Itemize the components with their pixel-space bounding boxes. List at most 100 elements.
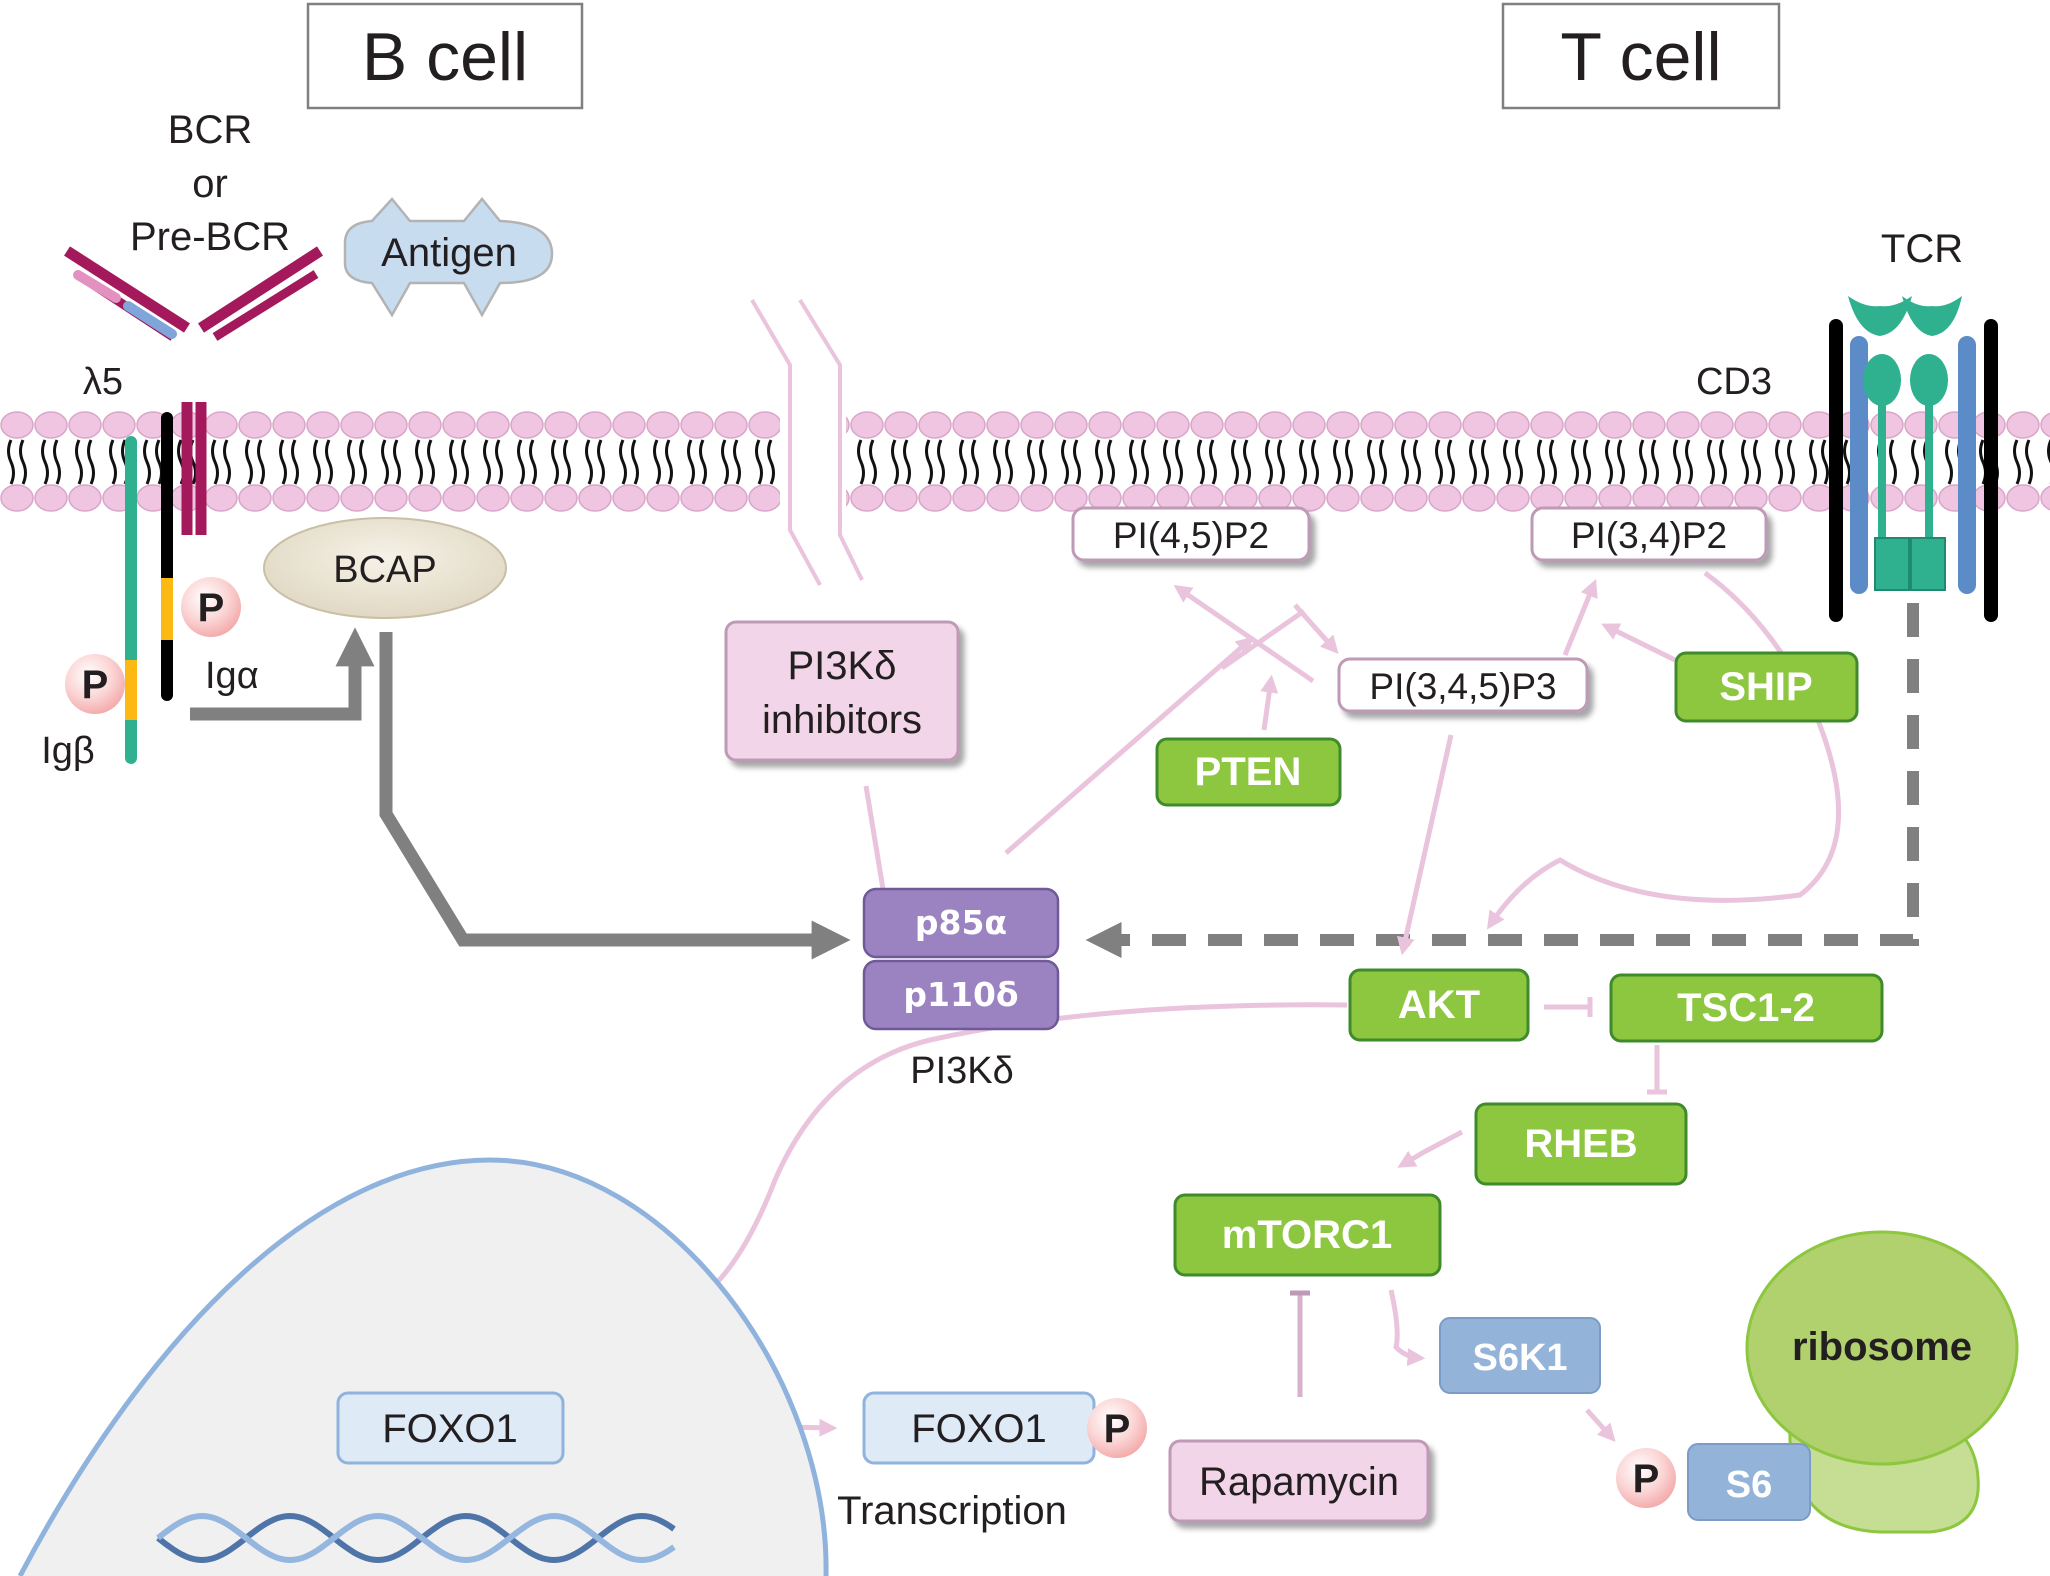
lipid-tail xyxy=(1141,439,1149,485)
lipid-head xyxy=(306,411,340,439)
pi45p2-node xyxy=(1071,506,1311,562)
pten-label: PTEN xyxy=(1195,750,1302,794)
lipid-tail xyxy=(1821,439,1829,485)
lipid-tail xyxy=(1061,439,1069,485)
lipid-tail xyxy=(313,439,321,485)
lipid-head xyxy=(204,484,238,512)
lipid-head xyxy=(1632,411,1666,439)
lipid-head xyxy=(578,411,612,439)
lipid-tail xyxy=(1005,439,1013,485)
lipid-tail xyxy=(155,439,163,485)
lipid-tail xyxy=(291,439,299,485)
pi3k-delta-label: PI3Kδ xyxy=(910,1050,1014,1092)
ribosome-label: ribosome xyxy=(1792,1325,1972,1369)
lipid-tail xyxy=(563,439,571,485)
lipid-tail xyxy=(449,439,457,485)
lipid-tail xyxy=(1843,439,1851,485)
lipid-tail xyxy=(1299,439,1307,485)
lipid-head xyxy=(0,411,34,439)
lipid-head xyxy=(1462,411,1496,439)
lipid-tail xyxy=(1685,439,1693,485)
lipid-tail xyxy=(41,439,49,485)
lipid-tail xyxy=(857,439,865,485)
lipid-head xyxy=(272,484,306,512)
antigen-label: Antigen xyxy=(381,231,517,275)
phospho-ig-beta: P xyxy=(65,654,125,714)
foxo1-cytoplasmic-label: FOXO1 xyxy=(911,1407,1047,1451)
lipid-head xyxy=(1428,484,1462,512)
pi3k-delta-complex: p85α p110δ xyxy=(862,887,1060,1031)
lipid-head xyxy=(884,411,918,439)
lipid-head xyxy=(442,484,476,512)
lipid-head xyxy=(748,411,782,439)
lipid-tail xyxy=(1707,439,1715,485)
lipid-tail xyxy=(699,439,707,485)
lipid-head xyxy=(476,484,510,512)
lipid-tail xyxy=(1775,439,1783,485)
lipid-tail xyxy=(959,439,967,485)
lipid-head xyxy=(1768,411,1802,439)
phospho-label: P xyxy=(82,663,109,707)
lipid-head xyxy=(850,411,884,439)
lipid-tail xyxy=(347,439,355,485)
lipid-tail xyxy=(109,439,117,485)
lipid-tail xyxy=(1277,439,1285,485)
lipid-tail xyxy=(925,439,933,485)
lipid-tail xyxy=(1027,439,1035,485)
lipid-tail xyxy=(19,439,27,485)
lipid-head xyxy=(680,411,714,439)
bcr-signal-arrows xyxy=(190,627,851,960)
t-cell-title: T cell xyxy=(1560,19,1721,95)
lambda5-label: λ5 xyxy=(83,361,123,403)
lipid-tail xyxy=(1537,439,1545,485)
lipid-tail xyxy=(1447,439,1455,485)
lipid-head xyxy=(918,484,952,512)
lipid-tail xyxy=(1809,439,1817,485)
lipid-head xyxy=(714,484,748,512)
lipid-head xyxy=(952,411,986,439)
lipid-tail xyxy=(529,439,537,485)
rapamycin-node xyxy=(1168,1439,1430,1523)
nucleus xyxy=(17,1157,829,1576)
lipid-tail xyxy=(903,439,911,485)
lipid-head xyxy=(1666,411,1700,439)
lipid-tail xyxy=(1651,439,1659,485)
lipid-head xyxy=(2040,485,2050,511)
lipid-head xyxy=(1496,411,1530,439)
lipid-tail xyxy=(1787,439,1795,485)
s6-node: S6 xyxy=(1687,1443,1811,1521)
bcr-label-line3: Pre-BCR xyxy=(130,215,290,259)
lipid-head xyxy=(0,484,34,512)
lipid-tail xyxy=(1265,439,1273,485)
phospho-ig-alpha: P xyxy=(181,577,241,637)
lipid-tail xyxy=(461,439,469,485)
lipid-tail xyxy=(631,439,639,485)
lipid-tail xyxy=(1311,439,1319,485)
lipid-tail xyxy=(1605,439,1613,485)
lipid-tail xyxy=(1673,439,1681,485)
lipid-tail xyxy=(585,439,593,485)
foxo1-nuclear-label: FOXO1 xyxy=(382,1407,518,1451)
lipid-tail xyxy=(755,439,763,485)
lipid-head xyxy=(1292,484,1326,512)
lipid-head xyxy=(1258,411,1292,439)
lipid-head xyxy=(680,484,714,512)
pi45p2-label: PI(4,5)P2 xyxy=(1113,515,1269,556)
cd3-label: CD3 xyxy=(1696,361,1772,403)
lipid-tail xyxy=(891,439,899,485)
lipid-head xyxy=(1190,411,1224,439)
lipid-tail xyxy=(245,439,253,485)
lipid-head xyxy=(918,411,952,439)
lipid-head xyxy=(1598,411,1632,439)
lipid-head xyxy=(1496,484,1530,512)
lipid-tail xyxy=(1243,439,1251,485)
lipid-head xyxy=(1122,411,1156,439)
lipid-tail xyxy=(1515,439,1523,485)
phospho-label: P xyxy=(1633,1457,1660,1501)
lipid-tail xyxy=(87,439,95,485)
lipid-head xyxy=(1326,411,1360,439)
lipid-tail xyxy=(721,439,729,485)
lipid-tail xyxy=(1469,439,1477,485)
